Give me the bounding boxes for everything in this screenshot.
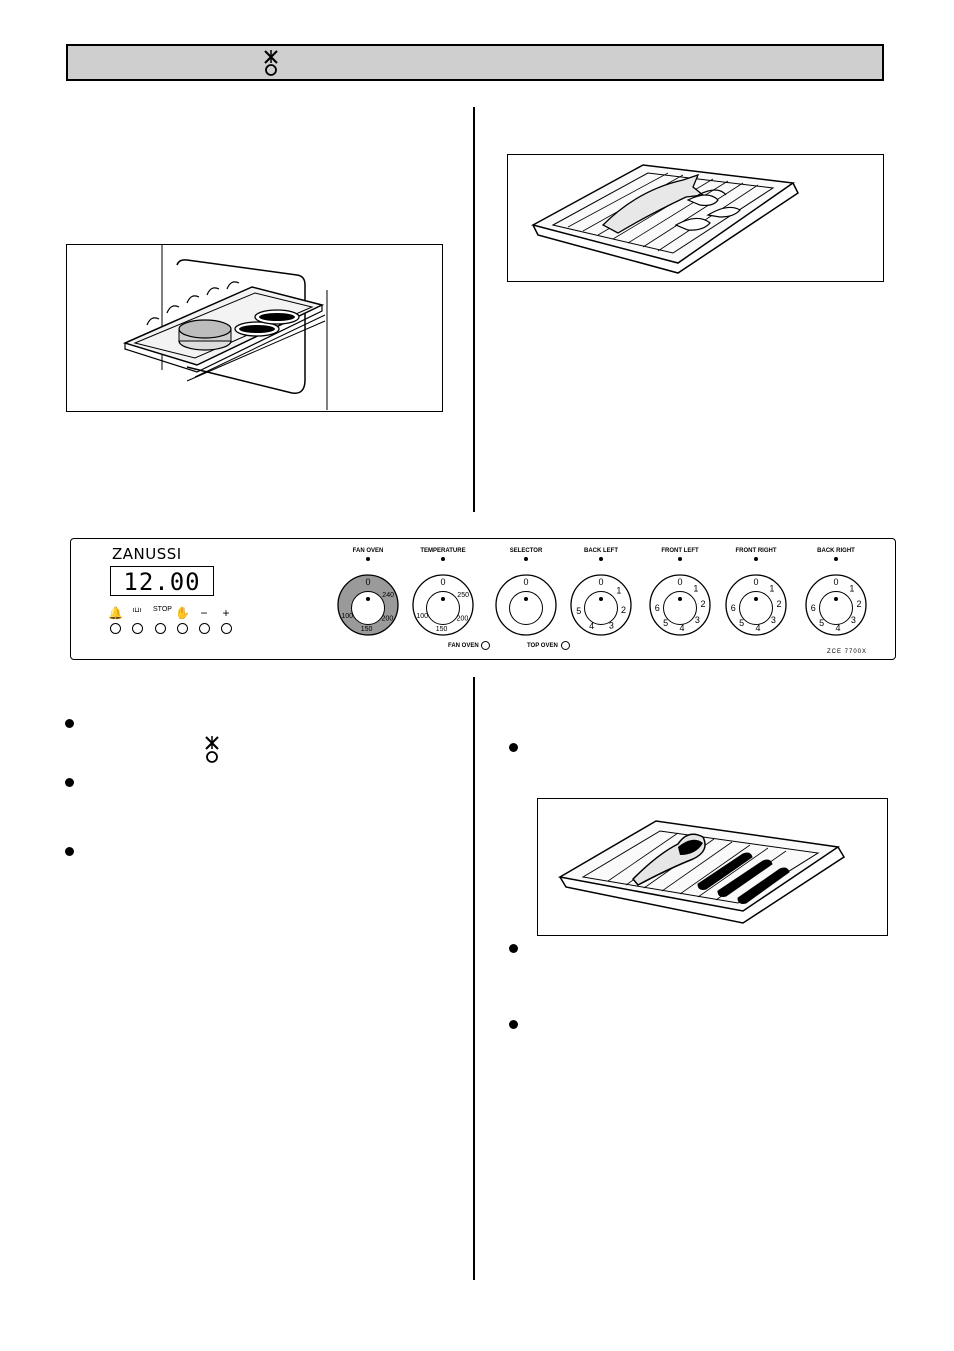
knob-scale-mark: 3 xyxy=(851,615,856,625)
knob-scale-mark: 4 xyxy=(680,623,685,633)
section-header-bar xyxy=(66,44,884,81)
knob-scale-mark: 0 xyxy=(365,577,370,587)
knob-scale-mark: 200 xyxy=(457,615,469,622)
knob-scale-mark: 0 xyxy=(753,577,758,587)
knob-label: SELECTOR xyxy=(509,548,543,554)
stop-icon: STOP xyxy=(153,606,172,613)
knob-label: FAN OVEN xyxy=(352,548,384,554)
control-knob[interactable]: 0 240 200 150 100 xyxy=(336,573,400,637)
control-knob[interactable]: 0 123 45 xyxy=(569,573,633,637)
grill-pan-chop-sausages-illustration xyxy=(537,798,888,936)
bell-button[interactable] xyxy=(110,623,121,634)
knob-scale-mark: 5 xyxy=(663,618,668,628)
clock-display: 12.00 xyxy=(110,566,214,596)
stop-button[interactable] xyxy=(155,623,166,634)
brand-logo: ZANUSSI xyxy=(112,545,182,563)
knob-label: BACK LEFT xyxy=(584,548,618,554)
cook-time-button[interactable] xyxy=(132,623,143,634)
knob-scale-mark: 6 xyxy=(811,603,816,613)
knob-scale-mark: 1 xyxy=(693,583,698,593)
knob-scale-mark: 2 xyxy=(776,599,781,609)
knob-scale-mark: 150 xyxy=(361,626,373,633)
minus-icon: − xyxy=(200,606,208,620)
plus-button[interactable] xyxy=(221,623,232,634)
knob-scale-mark: 2 xyxy=(856,599,861,609)
knob-marker-dot xyxy=(599,557,603,561)
plus-icon: + xyxy=(222,606,230,620)
knob-scale-mark: 6 xyxy=(655,603,660,613)
knob-marker-dot xyxy=(366,557,370,561)
knob-label: FRONT RIGHT xyxy=(735,548,777,554)
knob-scale-mark: 0 xyxy=(523,577,528,587)
knob-scale-mark: 2 xyxy=(700,599,705,609)
knob-marker-dot xyxy=(754,557,758,561)
knob-scale-mark: 0 xyxy=(598,577,603,587)
knob-scale-mark: 1 xyxy=(849,583,854,593)
knob-scale-mark: 240 xyxy=(382,592,394,599)
bullet-point xyxy=(509,1020,518,1029)
manual-hand-icon: ✋ xyxy=(175,606,190,620)
knob-scale-mark: 0 xyxy=(833,577,838,587)
knob-label: FRONT LEFT xyxy=(661,548,699,554)
knob-scale-mark: 200 xyxy=(382,615,394,622)
fan-grill-icon xyxy=(264,50,278,76)
top-oven-indicator-light xyxy=(561,641,570,650)
knob-scale-mark: 100 xyxy=(416,613,428,620)
knob-label: BACK RIGHT xyxy=(817,548,855,554)
knob-scale-mark: 5 xyxy=(739,618,744,628)
knob-scale-mark: 2 xyxy=(621,605,626,615)
knob-scale-mark: 4 xyxy=(589,621,594,631)
knob-marker-dot xyxy=(441,557,445,561)
grill-pan-fish-illustration xyxy=(507,154,884,282)
knob-scale-mark: 5 xyxy=(576,606,581,616)
bullet-point xyxy=(65,778,74,787)
knob-scale-mark: 3 xyxy=(695,615,700,625)
control-knob[interactable]: 0 xyxy=(494,573,558,637)
knob-scale-mark: 4 xyxy=(836,623,841,633)
bullet-point xyxy=(65,847,74,856)
indicator-label-fan-oven: FAN OVEN xyxy=(448,643,479,649)
knob-scale-mark: 6 xyxy=(731,603,736,613)
clock-time: 12.00 xyxy=(123,568,201,596)
knob-scale-mark: 250 xyxy=(457,592,469,599)
knob-scale-mark: 3 xyxy=(609,620,614,630)
knob-scale-mark: 150 xyxy=(436,626,448,633)
knob-scale-mark: 3 xyxy=(771,615,776,625)
oven-shelf-illustration xyxy=(66,244,443,412)
bullet-point xyxy=(509,944,518,953)
fan-grill-icon xyxy=(205,736,219,763)
knob-marker-dot xyxy=(678,557,682,561)
bullet-point xyxy=(509,743,518,752)
knob-marker-dot xyxy=(524,557,528,561)
knob-scale-mark: 1 xyxy=(769,583,774,593)
knob-scale-mark: 100 xyxy=(341,613,353,620)
model-number: ZCE 7700X xyxy=(827,649,868,655)
knob-scale-mark: 0 xyxy=(440,577,445,587)
minus-button[interactable] xyxy=(199,623,210,634)
cook-time-icon: ı⊔ı xyxy=(132,607,142,614)
fan-oven-indicator-light xyxy=(481,641,490,650)
column-divider-top xyxy=(473,107,475,512)
control-knob[interactable]: 0 250 200 150 100 xyxy=(411,573,475,637)
knob-marker-dot xyxy=(834,557,838,561)
knob-scale-mark: 0 xyxy=(677,577,682,587)
bell-icon: 🔔 xyxy=(108,606,123,620)
knob-scale-mark: 5 xyxy=(819,618,824,628)
column-divider-bottom xyxy=(473,677,475,1280)
knob-label: TEMPERATURE xyxy=(420,548,466,554)
indicator-label-top-oven: TOP OVEN xyxy=(527,643,558,649)
knob-scale-mark: 1 xyxy=(616,586,621,596)
manual-hand-button[interactable] xyxy=(177,623,188,634)
knob-scale-mark: 4 xyxy=(756,623,761,633)
bullet-point xyxy=(65,719,74,728)
